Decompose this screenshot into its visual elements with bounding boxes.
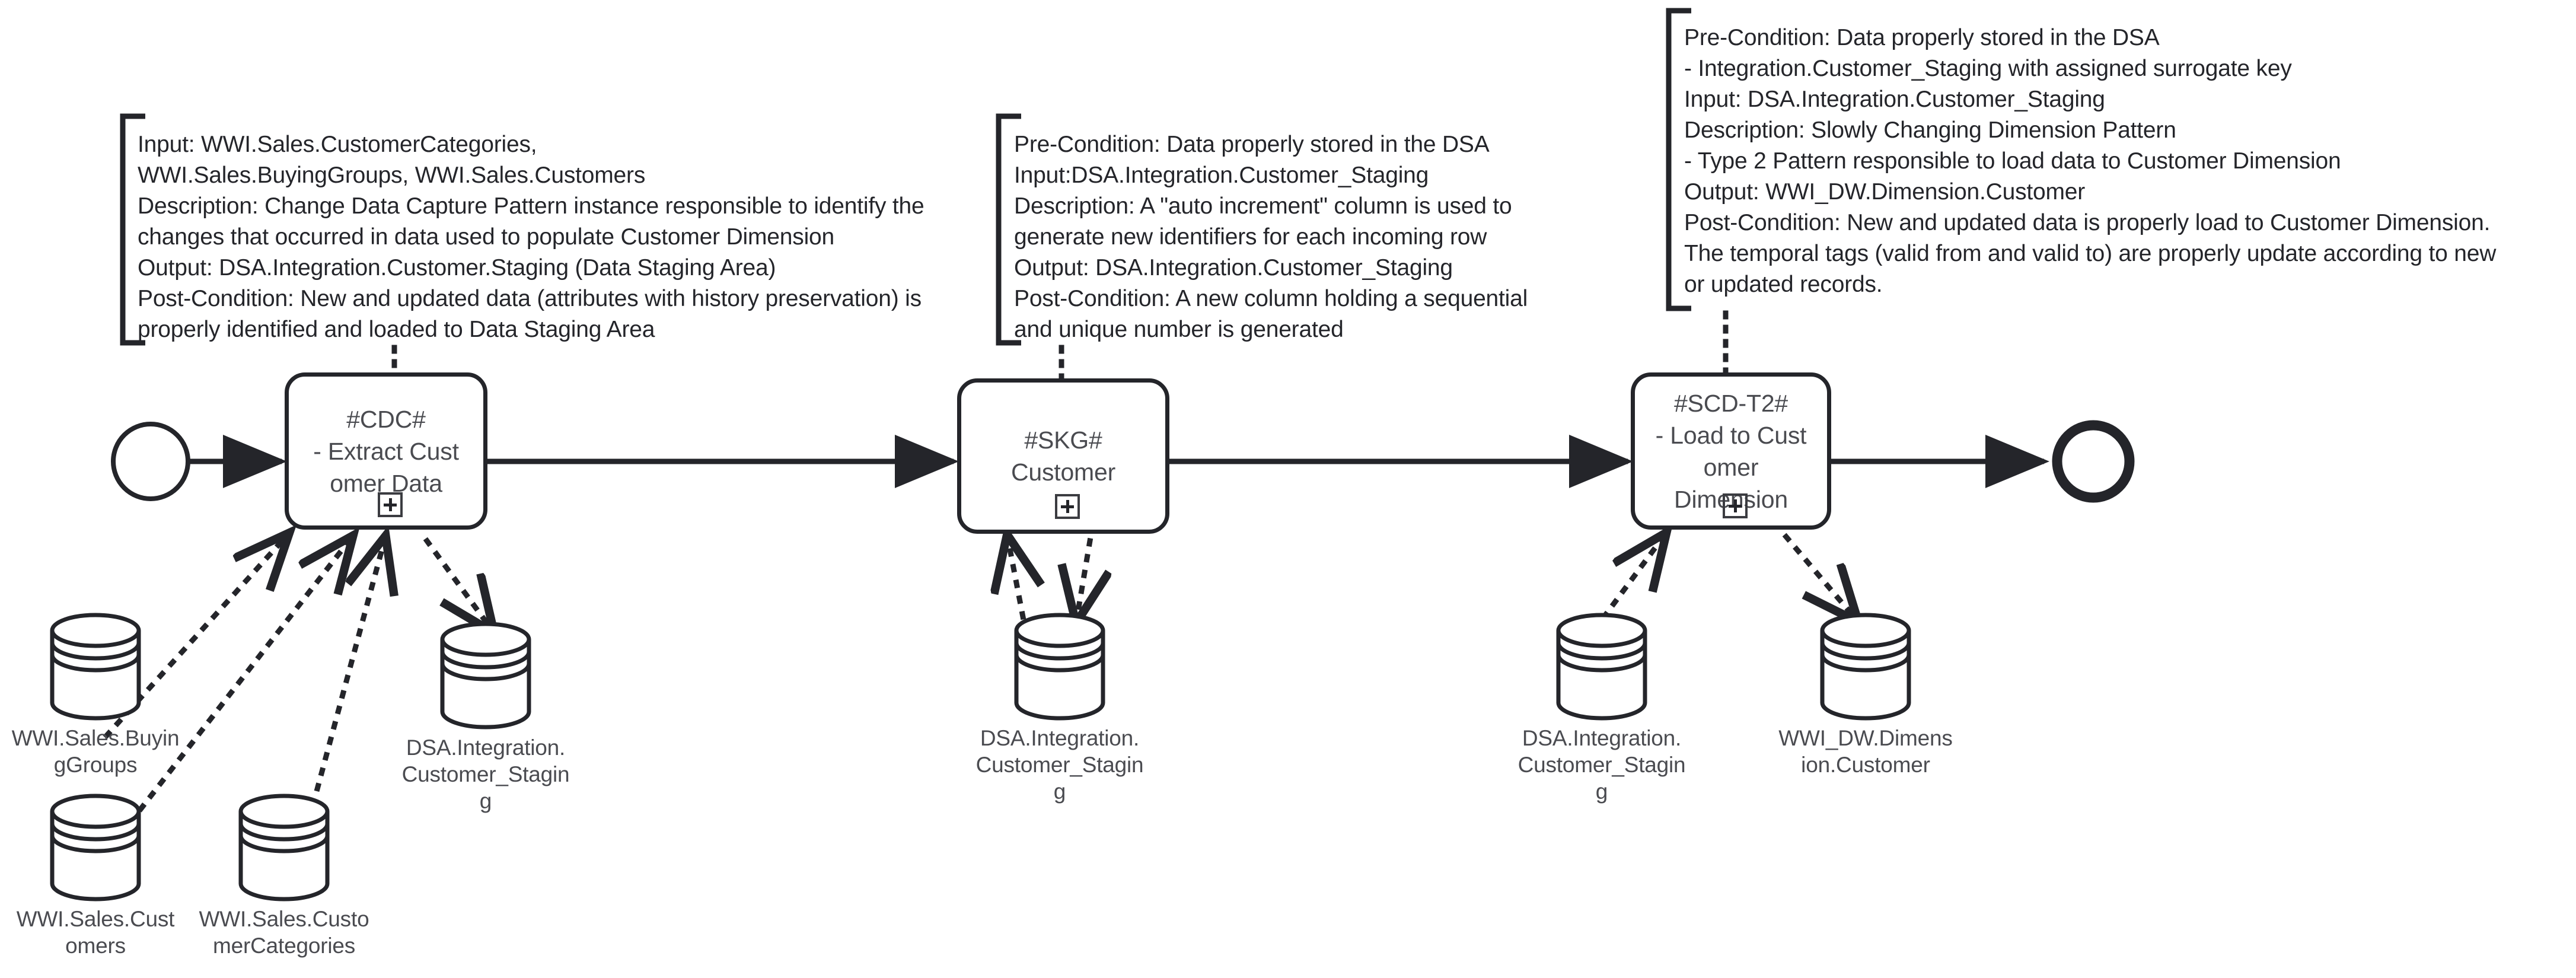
data-store-label-staging-scd: DSA.Integration. Customer_Stagin g [1517, 726, 1686, 804]
subprocess-plus-icon [1055, 494, 1080, 519]
data-store-dim-customer [1820, 613, 1911, 721]
assoc-customers-to-cdc [88, 540, 350, 876]
assoc-staging-to-scd [1600, 537, 1663, 621]
task-scd-t2-load-customer-dimension[interactable]: #SCD-T2# - Load to Cust omer Dimension [1631, 372, 1831, 530]
task-skg-customer[interactable]: #SKG# Customer [957, 378, 1169, 534]
task-cdc-extract-customer-data[interactable]: #CDC# - Extract Cust omer Data [285, 372, 487, 530]
annotation-text-cdc: Input: WWI.Sales.CustomerCategories, WWI… [138, 132, 924, 342]
task-scd-label: #SCD-T2# - Load to Cust omer Dimension [1655, 389, 1807, 513]
data-store-customercategories [238, 794, 330, 901]
assoc-customercategories-to-cdc [293, 541, 384, 869]
subprocess-plus-icon [1723, 493, 1748, 518]
data-store-label-buyinggroups: WWI.Sales.Buyin gGroups [11, 726, 180, 777]
data-store-label-customers: WWI.Sales.Cust omers [16, 907, 175, 958]
data-store-label-staging-cdc: DSA.Integration. Customer_Stagin g [401, 735, 570, 813]
data-store-label-customercategories: WWI.Sales.Custo merCategories [199, 907, 369, 958]
task-skg-label: #SKG# Customer [1010, 426, 1116, 486]
end-event-circle [2052, 420, 2135, 503]
data-store-staging-skg [1014, 613, 1105, 721]
data-store-label-dim-customer: WWI_DW.Dimens ion.Customer [1778, 726, 1953, 777]
assoc-buyinggroups-to-cdc [103, 537, 286, 740]
assoc-skg-to-staging [1077, 537, 1090, 618]
subprocess-plus-icon [378, 492, 403, 517]
assoc-cdc-to-staging [423, 537, 491, 629]
annotation-text-skg: Pre-Condition: Data properly stored in t… [1014, 132, 1528, 342]
annotation-text-scd: Pre-Condition: Data properly stored in t… [1684, 25, 2497, 297]
data-store-customers [50, 794, 141, 901]
data-store-buyinggroups [50, 613, 141, 721]
task-cdc-label: #CDC# - Extract Cust omer Data [313, 405, 459, 497]
assoc-scd-to-dim [1782, 533, 1855, 618]
data-store-staging-cdc [440, 622, 531, 729]
data-store-label-staging-skg: DSA.Integration. Customer_Stagin g [975, 726, 1144, 804]
start-event-circle [111, 422, 190, 501]
data-store-staging-scd [1556, 613, 1647, 721]
assoc-staging-to-skg [1008, 540, 1023, 620]
